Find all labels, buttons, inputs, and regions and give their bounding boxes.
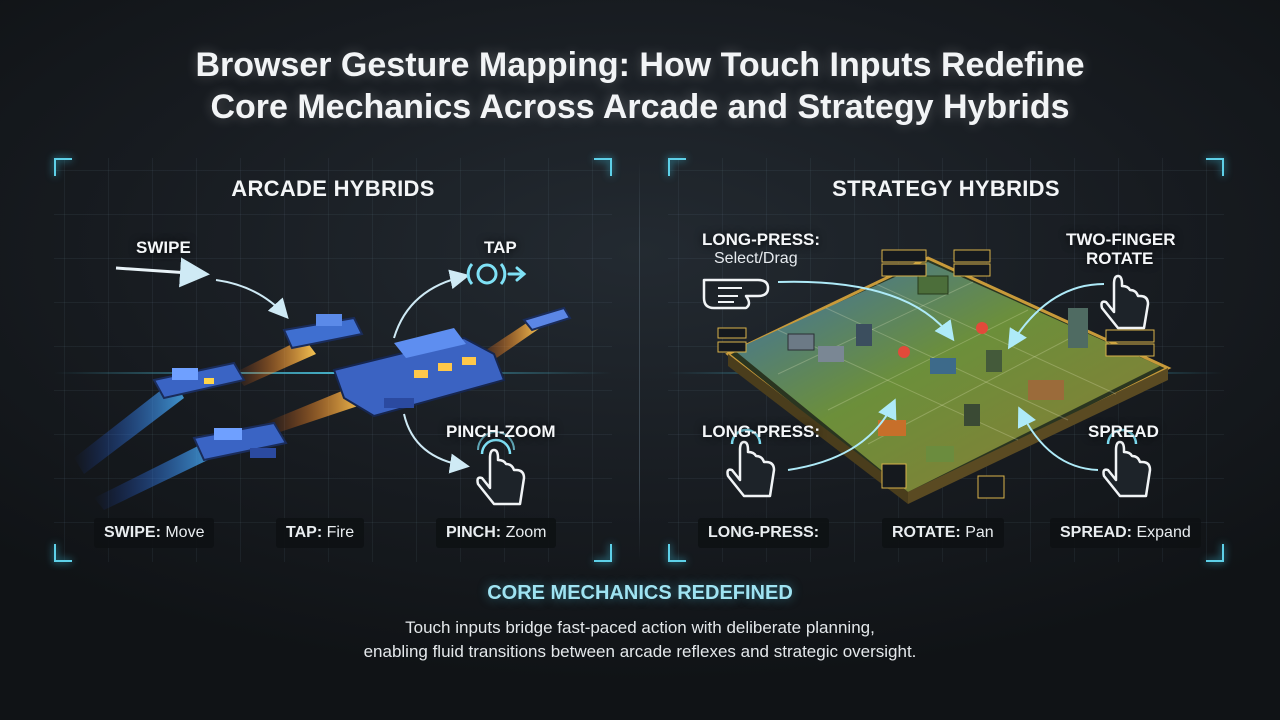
map-units	[787, 275, 1088, 462]
spaceship-escort	[282, 314, 364, 350]
legend-pill-swipe: SWIPE: Move	[94, 518, 215, 548]
title-line-1: Browser Gesture Mapping: How Touch Input…	[195, 46, 1085, 84]
rotate-label: ROTATE	[1086, 249, 1154, 268]
rotate-hand-icon	[1100, 274, 1150, 330]
pill-value: Zoom	[505, 524, 547, 541]
gesture-arrows	[777, 280, 1105, 471]
arcade-panel: ARCADE HYBRIDS SWIPE TAP PINCH-ZOOM SWIP…	[54, 158, 612, 562]
spaceship-fighter	[522, 306, 572, 332]
pill-key: SWIPE:	[104, 524, 161, 541]
pill-key: ROTATE:	[892, 524, 961, 541]
tap-label: TAP	[484, 238, 517, 257]
arcade-heading: ARCADE HYBRIDS	[231, 176, 435, 201]
corner-bracket	[54, 544, 72, 562]
long-press-bottom-label: LONG-PRESS:	[702, 422, 821, 441]
long-press-top-label: LONG-PRESS:	[702, 230, 821, 249]
gesture-arrows	[115, 257, 470, 474]
two-finger-label: TWO-FINGER	[1066, 230, 1176, 249]
legend-pill-long-press: LONG-PRESS:	[698, 518, 830, 548]
swipe-label: SWIPE	[136, 238, 191, 257]
pill-key: PINCH:	[446, 524, 502, 541]
tactical-map-board	[725, 256, 1172, 504]
pill-value: Fire	[326, 524, 355, 541]
engine-trails	[74, 318, 540, 510]
title-line-2: Core Mechanics Across Arcade and Strateg…	[210, 88, 1070, 126]
tap-icon	[466, 263, 527, 285]
strategy-panel: STRATEGY HYBRIDS LONG-PRESS: Select/Drag…	[668, 158, 1224, 562]
legend-pill-pinch: PINCH: Zoom	[436, 518, 557, 548]
corner-bracket	[1206, 544, 1224, 562]
legend-pill-spread: SPREAD: Expand	[1050, 518, 1201, 548]
pill-key: TAP:	[286, 524, 323, 541]
strategy-heading: STRATEGY HYBRIDS	[832, 176, 1060, 201]
corner-bracket	[594, 544, 612, 562]
corner-bracket	[1206, 158, 1224, 176]
footer-description: Touch inputs bridge fast-paced action wi…	[0, 616, 1280, 664]
pill-value: Pan	[965, 524, 994, 541]
spaceship-main	[332, 328, 506, 418]
pill-key: SPREAD:	[1060, 524, 1133, 541]
corner-bracket	[668, 544, 686, 562]
glow-line-left	[54, 372, 612, 374]
corner-bracket	[54, 158, 72, 176]
pill-value: Move	[165, 524, 205, 541]
pill-value: Expand	[1136, 524, 1191, 541]
strategy-illustration	[702, 249, 1172, 504]
long-press-top-sub: Select/Drag	[714, 250, 798, 267]
corner-bracket	[594, 158, 612, 176]
legend-pill-tap: TAP: Fire	[276, 518, 365, 548]
spread-label: SPREAD	[1088, 422, 1159, 441]
page-title: Browser Gesture Mapping: How Touch Input…	[0, 44, 1280, 128]
panel-divider	[639, 160, 640, 560]
pinch-hand-icon	[476, 431, 526, 506]
spaceship-lower	[192, 421, 288, 462]
open-hand-icon	[702, 278, 770, 310]
pinch-zoom-label: PINCH-ZOOM	[446, 422, 556, 441]
footer-line-2: enabling fluid transitions between arcad…	[363, 642, 917, 661]
unit-info-tags	[717, 249, 1155, 499]
spaceship-small	[152, 361, 246, 400]
pill-key: LONG-PRESS:	[708, 524, 820, 541]
corner-bracket	[668, 158, 686, 176]
arcade-illustration	[74, 257, 572, 510]
footer-heading: CORE MECHANICS REDEFINED	[487, 582, 793, 604]
long-press-hand-icon	[726, 428, 776, 498]
legend-pill-rotate: ROTATE: Pan	[882, 518, 1004, 548]
footer-line-1: Touch inputs bridge fast-paced action wi…	[405, 618, 875, 637]
spread-hand-icon	[1102, 428, 1152, 498]
